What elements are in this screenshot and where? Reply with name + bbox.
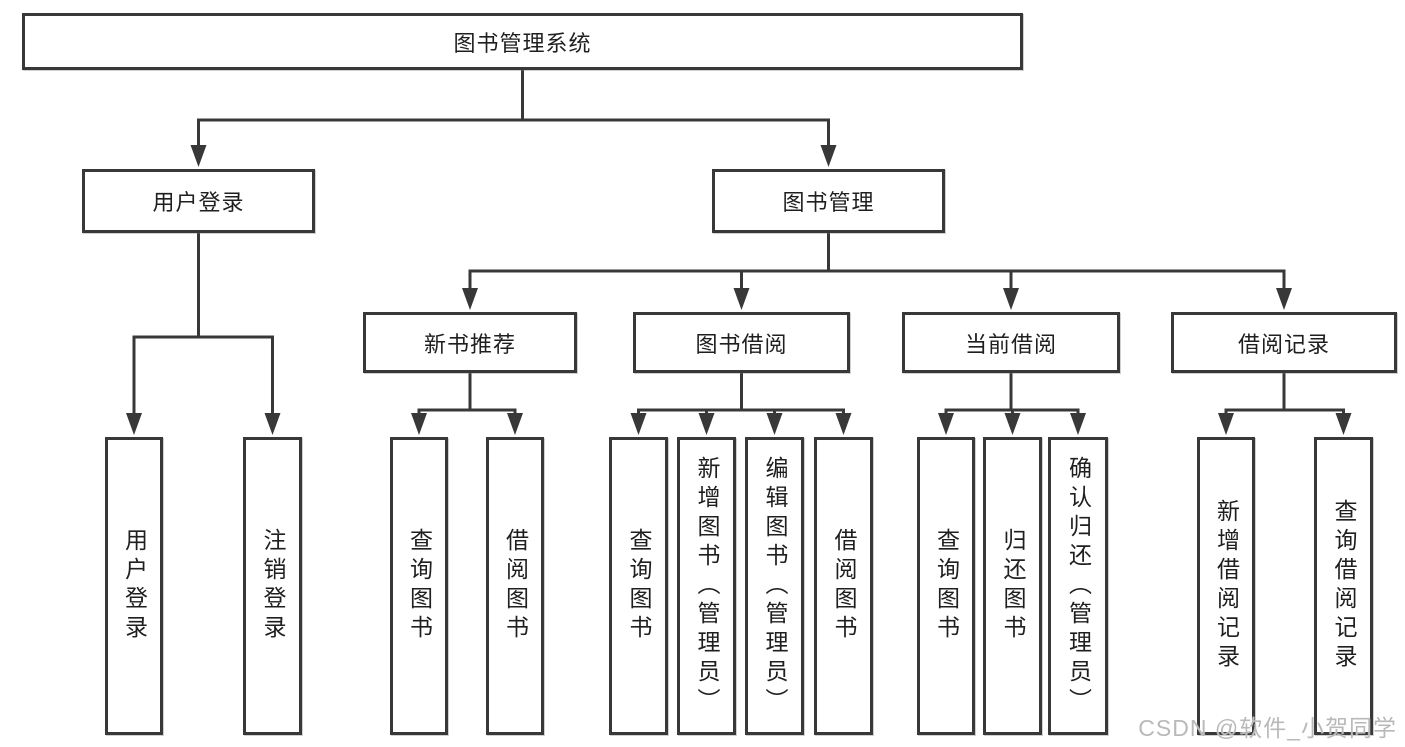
leaf-add-borrow-record: 新增借阅记录 <box>1197 437 1255 735</box>
leaf-return-books: 归还图书 <box>983 437 1042 735</box>
leaf-query-books-borrow: 查询图书 <box>609 437 668 735</box>
node-library-management-system: 图书管理系统 <box>22 13 1023 70</box>
leaf-label: 查询借阅记录 <box>1331 499 1357 673</box>
leaf-add-books-admin: 新增图书（管理员） <box>677 437 736 735</box>
leaf-label: 查询图书 <box>626 528 652 644</box>
node-user-login: 用户登录 <box>82 169 315 233</box>
leaf-borrow-books: 借阅图书 <box>814 437 873 735</box>
leaf-label: 借阅图书 <box>831 528 857 644</box>
leaf-label: 新增借阅记录 <box>1213 499 1240 673</box>
leaf-query-borrow-record: 查询借阅记录 <box>1314 437 1373 735</box>
node-current-borrow: 当前借阅 <box>902 312 1120 373</box>
leaf-label: 确认归还（管理员） <box>1065 455 1092 717</box>
leaf-edit-books-admin: 编辑图书（管理员） <box>745 437 804 735</box>
leaf-query-books-recommend: 查询图书 <box>390 437 448 735</box>
leaf-label: 新增图书（管理员） <box>694 455 720 717</box>
leaf-label: 查询图书 <box>933 528 960 644</box>
leaf-logout: 注销登录 <box>243 437 302 735</box>
leaf-borrow-books-recommend: 借阅图书 <box>486 437 544 735</box>
leaf-label: 编辑图书（管理员） <box>762 455 788 717</box>
leaf-query-books-current: 查询图书 <box>917 437 975 735</box>
node-book-management: 图书管理 <box>712 169 945 233</box>
leaf-label: 借阅图书 <box>502 528 529 644</box>
leaf-label: 查询图书 <box>406 528 433 644</box>
leaf-user-login: 用户登录 <box>105 437 163 735</box>
node-borrow-records: 借阅记录 <box>1171 312 1397 373</box>
leaf-label: 用户登录 <box>121 528 148 644</box>
node-new-book-recommend: 新书推荐 <box>363 312 577 373</box>
leaf-label: 注销登录 <box>260 528 286 644</box>
leaf-confirm-return-admin: 确认归还（管理员） <box>1048 437 1108 735</box>
csdn-watermark: CSDN @软件_小贺同学 <box>1138 715 1397 741</box>
leaf-label: 归还图书 <box>1000 528 1026 644</box>
node-book-borrow: 图书借阅 <box>633 312 850 373</box>
